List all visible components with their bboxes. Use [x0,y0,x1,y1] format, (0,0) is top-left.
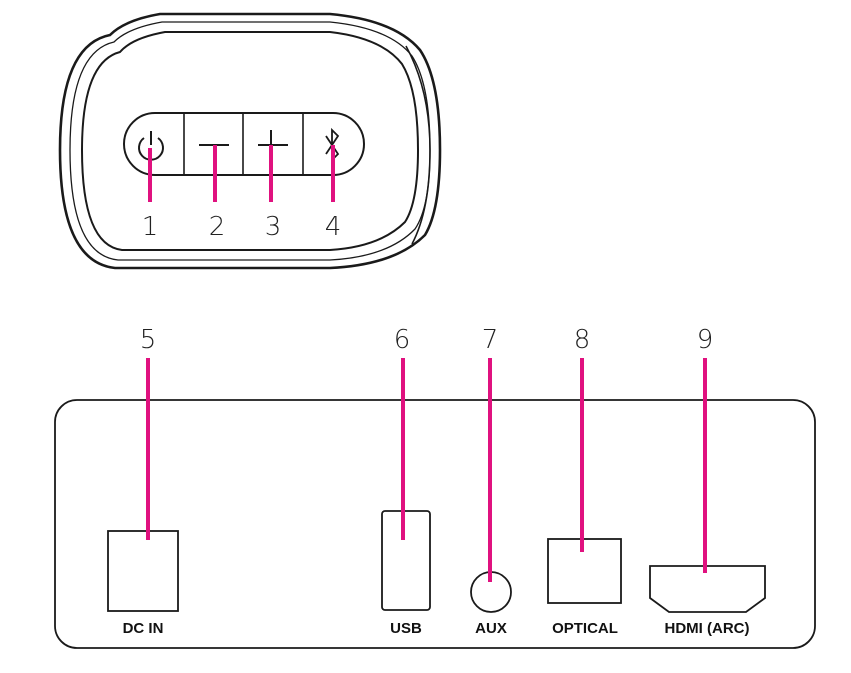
callout-number-8: 8 [574,325,591,355]
port-label-usb: USB [390,620,422,637]
button-callouts [148,145,335,202]
top-control-panel [58,12,442,270]
usb-port [381,510,431,611]
port-label-hdmi-arc: HDMI (ARC) [665,620,750,637]
rear-connector-panel [54,399,816,649]
port-label-dc-in: DC IN [123,620,164,637]
callout-number-5: 5 [140,325,157,355]
port-label-aux: AUX [475,620,507,637]
callout-number-4: 4 [325,212,342,242]
hdmi-port [649,565,766,613]
callout-number-3: 3 [265,212,282,242]
callout-number-9: 9 [697,325,714,355]
rear-panel-outline [54,399,816,649]
callout-number-7: 7 [482,325,499,355]
port-label-optical: OPTICAL [552,620,618,637]
callout-number-2: 2 [209,212,226,242]
button-strip [123,112,365,176]
optical-port [547,538,622,604]
dc-in-port [107,530,179,612]
port-callouts [146,358,707,582]
callout-number-1: 1 [142,212,159,242]
callout-number-6: 6 [394,325,411,355]
